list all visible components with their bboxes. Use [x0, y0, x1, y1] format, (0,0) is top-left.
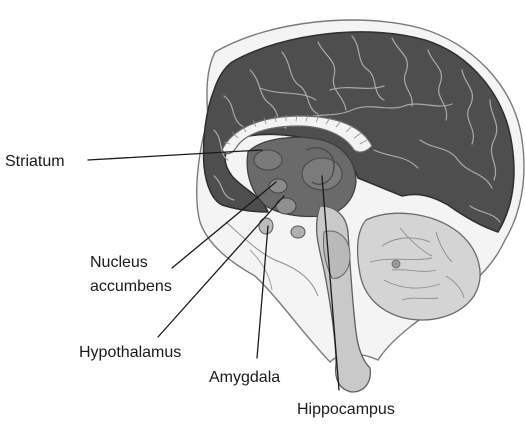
label-hypothalamus: Hypothalamus — [79, 344, 181, 361]
pituitary — [291, 226, 305, 238]
striatum-body — [254, 150, 282, 170]
thalamus — [302, 158, 342, 190]
amygdala-structure — [259, 218, 273, 234]
label-hippocampus: Hippocampus — [297, 401, 395, 418]
hypothalamus-structure — [276, 198, 296, 214]
label-nucleus-accumbens-line1: Nucleus — [90, 254, 148, 271]
label-striatum: Striatum — [5, 153, 65, 170]
label-amygdala: Amygdala — [209, 369, 280, 386]
label-nucleus-accumbens-line2: accumbens — [90, 278, 172, 295]
